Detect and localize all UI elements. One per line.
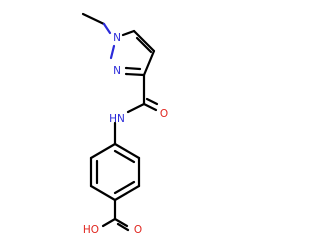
ring-bond-n1-c5 [121, 29, 136, 37]
atom-label-acid-oh: HO [83, 224, 99, 236]
bond-cooh-oh [101, 217, 117, 228]
ring-bond-c5-c4-inner [135, 36, 153, 54]
bond-carbonyl-o [142, 102, 158, 112]
atom-label-pyrazole-n2: N [113, 65, 121, 77]
ring-bond-c3-n2 [124, 72, 146, 77]
ring-bond-n1-n2 [109, 44, 116, 60]
ring-bond-c3-n2-inner [124, 66, 142, 71]
benzene-bond-3 [89, 184, 117, 202]
benzene-bond-6-inner [113, 149, 136, 164]
benzene-bond-4-inner [113, 180, 136, 195]
bond-cooh-o-double [116, 222, 130, 232]
atom-label-pyrazole-n1: N [113, 32, 121, 44]
methyl-bond [81, 12, 106, 26]
atom-label-amide-n: HN [109, 113, 125, 125]
bond-carbonyl-o-double [145, 97, 159, 106]
benzene-bond-1 [89, 142, 117, 160]
benzene-bond-4 [113, 184, 141, 202]
methyl-bond-n-half [102, 22, 112, 35]
ring-bond-c4-c3 [142, 49, 156, 77]
atom-label-acid-o: O [134, 224, 142, 236]
ring-bond-c5-c4 [132, 29, 156, 53]
chemical-structure: N N O HN HO O [81, 12, 168, 236]
atom-label-amide-o: O [160, 108, 168, 120]
bond-cooh-o [113, 217, 129, 228]
benzene-bond-6 [113, 142, 141, 160]
bond-carbonyl-n [126, 102, 146, 114]
